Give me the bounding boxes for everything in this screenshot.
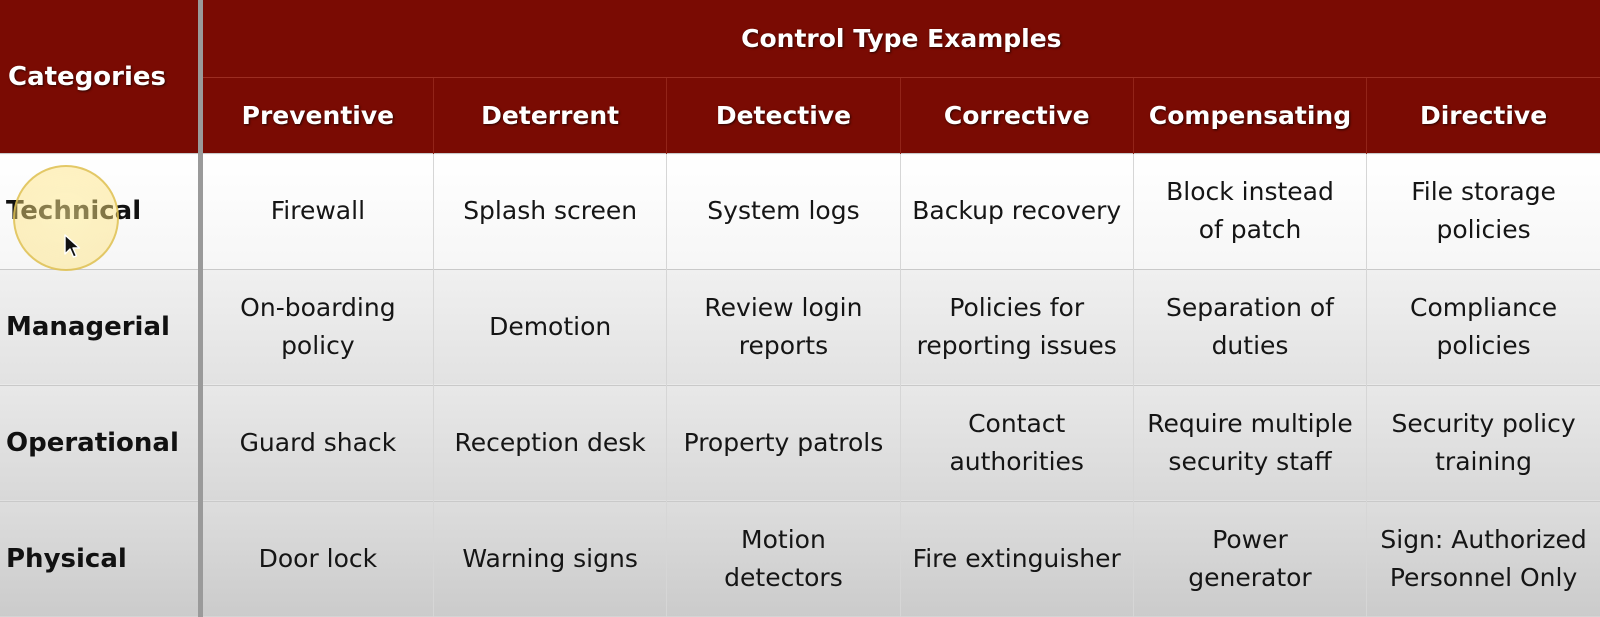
row-header-physical: Physical [0,500,203,617]
cell-text: Guard shack [239,428,397,458]
table-cell: Compliance policies [1366,268,1600,386]
cell-text: Power generator [1188,525,1312,593]
table-cell: Warning signs [433,500,667,617]
cell-text: Property patrols [683,428,884,458]
cell-text: Require multiple security staff [1147,409,1353,477]
table-cell: Guard shack [199,384,434,502]
cell-text: Warning signs [462,544,638,574]
cell-text: Reception desk [454,428,646,458]
table-cell: Security policy training [1366,384,1600,502]
table-row-operational: Operational Guard shack Reception desk P… [0,384,1600,502]
table-cell: Contact authorities [899,384,1134,502]
cell-text: Sign: Authorized Personnel Only [1380,525,1587,593]
table-cell: System logs [666,153,901,270]
cell-text: Backup recovery [912,196,1122,226]
cell-text: System logs [707,196,860,226]
table-cell: Backup recovery [899,153,1134,270]
table-cell: Fire extinguisher [899,500,1134,617]
cell-text: Demotion [489,312,612,342]
column-header-deterrent: Deterrent [433,77,667,154]
table-row-technical: Technical Firewall Splash screen System … [0,153,1600,270]
cell-text: Review login reports [704,293,863,361]
table-cell: Power generator [1132,500,1367,617]
cell-text: Firewall [270,196,366,226]
column-header-detective: Detective [666,77,901,154]
table-row-managerial: Managerial On-boarding policy Demotion R… [0,268,1600,386]
cell-text: Policies for reporting issues [916,293,1117,361]
column-header-corrective: Corrective [899,77,1134,154]
table-cell: Door lock [199,500,434,617]
cell-text: Security policy training [1391,409,1576,477]
cell-text: Separation of duties [1166,293,1334,361]
table-cell: Demotion [433,268,667,386]
table-cell: Splash screen [433,153,667,270]
cell-text: Contact authorities [949,409,1084,477]
cell-text: On-boarding policy [240,293,396,361]
cell-text: Block instead of patch [1166,177,1334,245]
table-cell: Policies for reporting issues [899,268,1134,386]
table-cell: File storage policies [1366,153,1600,270]
table-cell: Review login reports [666,268,901,386]
row-header-managerial: Managerial [0,268,203,386]
table-title: Control Type Examples [200,0,1600,78]
table-cell: Reception desk [433,384,667,502]
cell-text: Compliance policies [1409,293,1558,361]
table-cell: Require multiple security staff [1132,384,1367,502]
cursor-highlight-icon [13,165,119,271]
row-header-operational: Operational [0,384,203,502]
cell-text: File storage policies [1411,177,1556,245]
column-header-directive: Directive [1366,77,1600,154]
table-cell: Sign: Authorized Personnel Only [1366,500,1600,617]
cell-text: Motion detectors [724,525,843,593]
table-cell: Property patrols [666,384,901,502]
column-header-compensating: Compensating [1132,77,1367,154]
table-cell: Separation of duties [1132,268,1367,386]
table-cell: Block instead of patch [1132,153,1367,270]
column-header-preventive: Preventive [199,77,434,154]
categories-header: Categories [0,0,203,154]
cell-text: Splash screen [463,196,638,226]
cell-text: Door lock [258,544,378,574]
cell-text: Fire extinguisher [912,544,1121,574]
table-cell: Firewall [199,153,434,270]
table-cell: On-boarding policy [199,268,434,386]
mouse-pointer-icon [64,234,81,258]
table-cell: Motion detectors [666,500,901,617]
table-row-physical: Physical Door lock Warning signs Motion … [0,500,1600,617]
